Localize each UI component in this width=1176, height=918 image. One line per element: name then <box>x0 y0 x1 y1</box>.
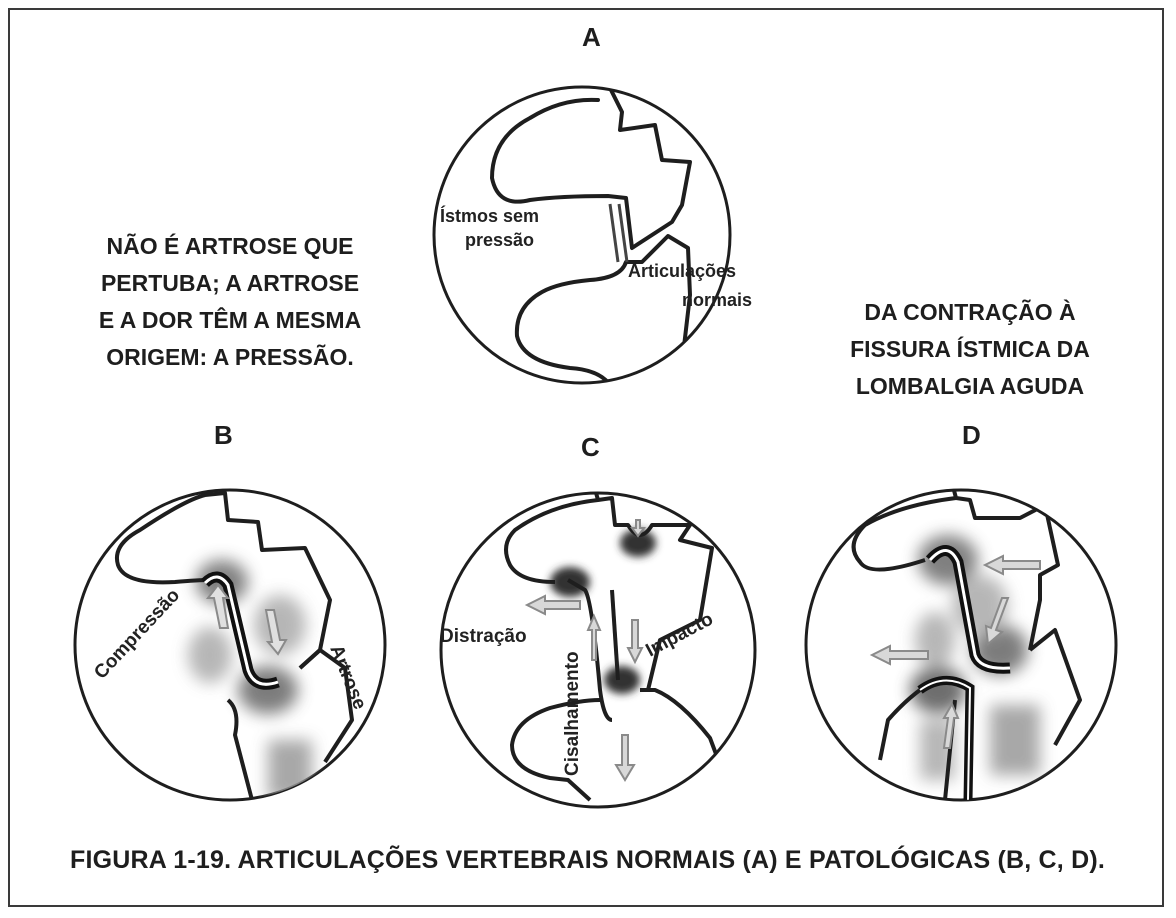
label-istmos-line-2: pressão <box>465 230 534 250</box>
label-distracao: Distração <box>440 626 527 647</box>
panel-a-diagram: Ístmos sem pressão Articulações normais <box>434 87 752 396</box>
label-cisalhamento: Cisalhamento <box>562 651 583 776</box>
panel-d-diagram <box>806 475 1116 800</box>
label-articulacoes-line-2: normais <box>682 290 752 310</box>
panel-b-diagram: Compressão Artrose <box>75 478 385 800</box>
label-articulacoes-line-1: Articulações <box>628 261 736 281</box>
panel-c-diagram: Distração Impacto Cisalhamento <box>440 478 755 807</box>
label-istmos-line-1: Ístmos sem <box>440 205 539 226</box>
